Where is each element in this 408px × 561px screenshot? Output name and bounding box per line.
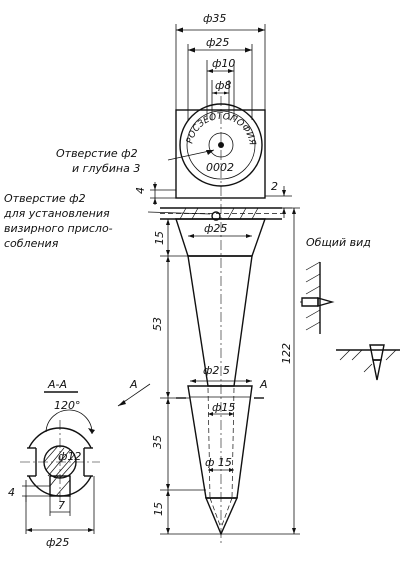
callout-hole-depth-line2: и глубина 3 — [72, 162, 140, 175]
section-cut-label-right: А — [259, 378, 268, 391]
dimension-d8: ф8 — [211, 79, 231, 120]
dim-label-d25-top: ф25 — [206, 36, 229, 49]
section-angle-label: 120° — [54, 399, 81, 412]
dimension-d25-top: ф25 — [187, 36, 253, 120]
section-cut-label-left: А — [129, 378, 138, 391]
dim-label-d15-b: ф 15 — [205, 456, 232, 469]
callout-sight-line1: Отверстие ф2 — [4, 192, 86, 205]
dim-label-h15-bot: 15 — [152, 502, 165, 516]
section-h4-label: 4 — [8, 486, 15, 499]
section-cut-marks: А А — [117, 378, 268, 407]
section-d12-label: ф12 — [58, 450, 81, 463]
callout-sight-line4: собления — [4, 237, 59, 250]
upper-cone: ф25 — [175, 218, 266, 257]
dimension-d15-b: ф 15 — [205, 456, 234, 472]
general-view-label: Общий вид — [306, 236, 371, 249]
dimension-h2: 2 — [265, 180, 292, 218]
left-dim-chain: 15 53 35 15 — [151, 218, 221, 535]
dimension-d25-low: ф2 5 — [190, 364, 252, 383]
callout-sight-line2: для установления — [3, 207, 110, 220]
spike-tip — [204, 497, 239, 536]
section-w7-label: 7 — [58, 499, 65, 512]
dimension-h122: 122 — [221, 207, 300, 535]
dimension-d35: ф35 — [175, 12, 266, 120]
callout-sight-line3: визирного присло- — [4, 222, 113, 235]
dim-label-h4: 4 — [134, 187, 147, 194]
section-d25-label: ф25 — [46, 536, 69, 549]
dim-label-d25-mid: ф25 — [204, 222, 227, 235]
dim-label-d10: ф10 — [212, 57, 235, 70]
dim-label-d35: ф35 — [203, 12, 226, 25]
section-a-a: А-А 120° ф12 4 — [8, 378, 100, 549]
dim-label-h122: 122 — [280, 343, 293, 364]
section-label: А-А — [47, 378, 67, 391]
dim-label-h15-top: 15 — [153, 231, 166, 245]
callout-hole-depth-line1: Отверстие ф2 — [56, 147, 138, 160]
dim-label-h35: 35 — [151, 435, 164, 449]
dimension-h4: 4 — [134, 182, 176, 205]
dim-label-h2: 2 — [271, 180, 278, 193]
dim-label-d25-low: ф2 5 — [203, 364, 230, 377]
general-view: Общий вид — [300, 236, 400, 381]
marker-head — [175, 96, 266, 204]
dim-label-h53: 53 — [151, 317, 164, 331]
disc-number: 0002 — [206, 161, 234, 174]
callout-hole-depth: Отверстие ф2 и глубина 3 — [56, 147, 215, 175]
callout-sighting-hole: Отверстие ф2 для установления визирного … — [3, 192, 211, 250]
dim-label-d8: ф8 — [215, 79, 231, 92]
dim-label-d15-a: ф15 — [212, 401, 235, 414]
dimension-d15-a: ф15 — [208, 401, 235, 416]
